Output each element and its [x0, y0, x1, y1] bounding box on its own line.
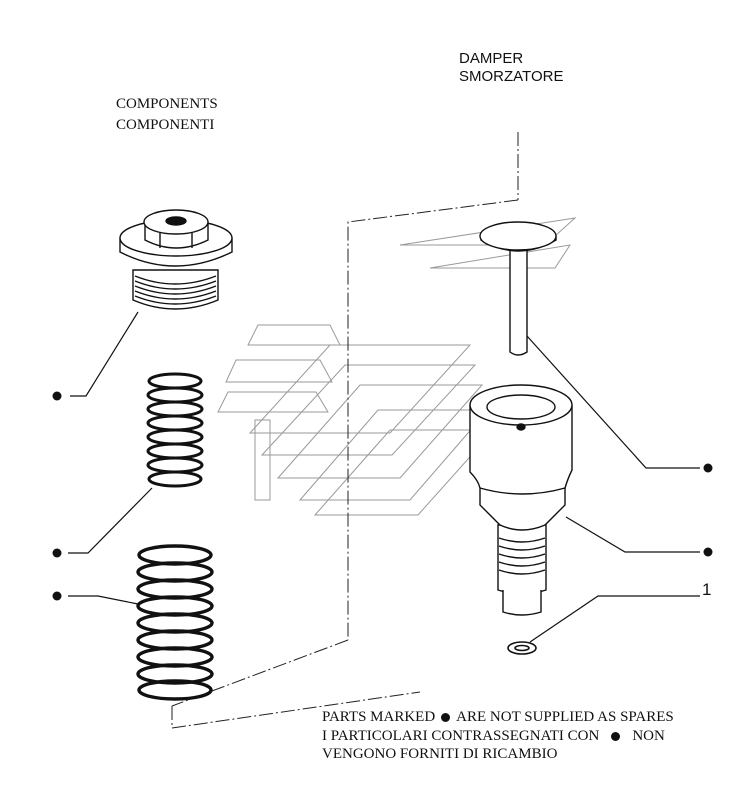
- callout-number-1: 1: [702, 580, 712, 599]
- damper-pin: [479, 221, 557, 356]
- washer: [507, 641, 537, 655]
- leader-lines: [68, 311, 700, 643]
- callout-dot-large-spring: [52, 591, 62, 601]
- callout-dots: [52, 391, 713, 601]
- callout-dot-damper-pin: [703, 463, 713, 473]
- note-line-1-pre: PARTS MARKED: [322, 709, 436, 725]
- callout-dot-damper-body: [703, 547, 713, 557]
- damper-label-en: DAMPER: [459, 50, 524, 67]
- damper-body: [469, 384, 573, 616]
- components-label-en: COMPONENTS: [116, 96, 218, 112]
- threaded-cap-nut: [119, 209, 233, 310]
- callout-dot-small-spring: [52, 548, 62, 558]
- bullet-dot-icon: [611, 731, 621, 741]
- small-spring: [146, 372, 204, 488]
- components-label-it: COMPONENTI: [116, 117, 215, 133]
- note-line-1: PARTS MARKED ARE NOT SUPPLIED AS SPARES: [322, 708, 674, 727]
- note-line-2-pre: I PARTICOLARI CONTRASSEGNATI CON: [322, 728, 600, 744]
- bullet-dot-icon: [441, 712, 451, 722]
- large-spring: [136, 544, 214, 701]
- note-line-1-post: ARE NOT SUPPLIED AS SPARES: [456, 709, 674, 725]
- note-line-2: I PARTICOLARI CONTRASSEGNATI CON NON: [322, 727, 665, 746]
- watermark-logo: [217, 217, 577, 516]
- note-line-3: VENGONO FORNITI DI RICAMBIO: [322, 746, 558, 762]
- callout-dot-cap-nut: [52, 391, 62, 401]
- note-line-2-post: NON: [632, 728, 665, 744]
- damper-label-it: SMORZATORE: [459, 68, 564, 85]
